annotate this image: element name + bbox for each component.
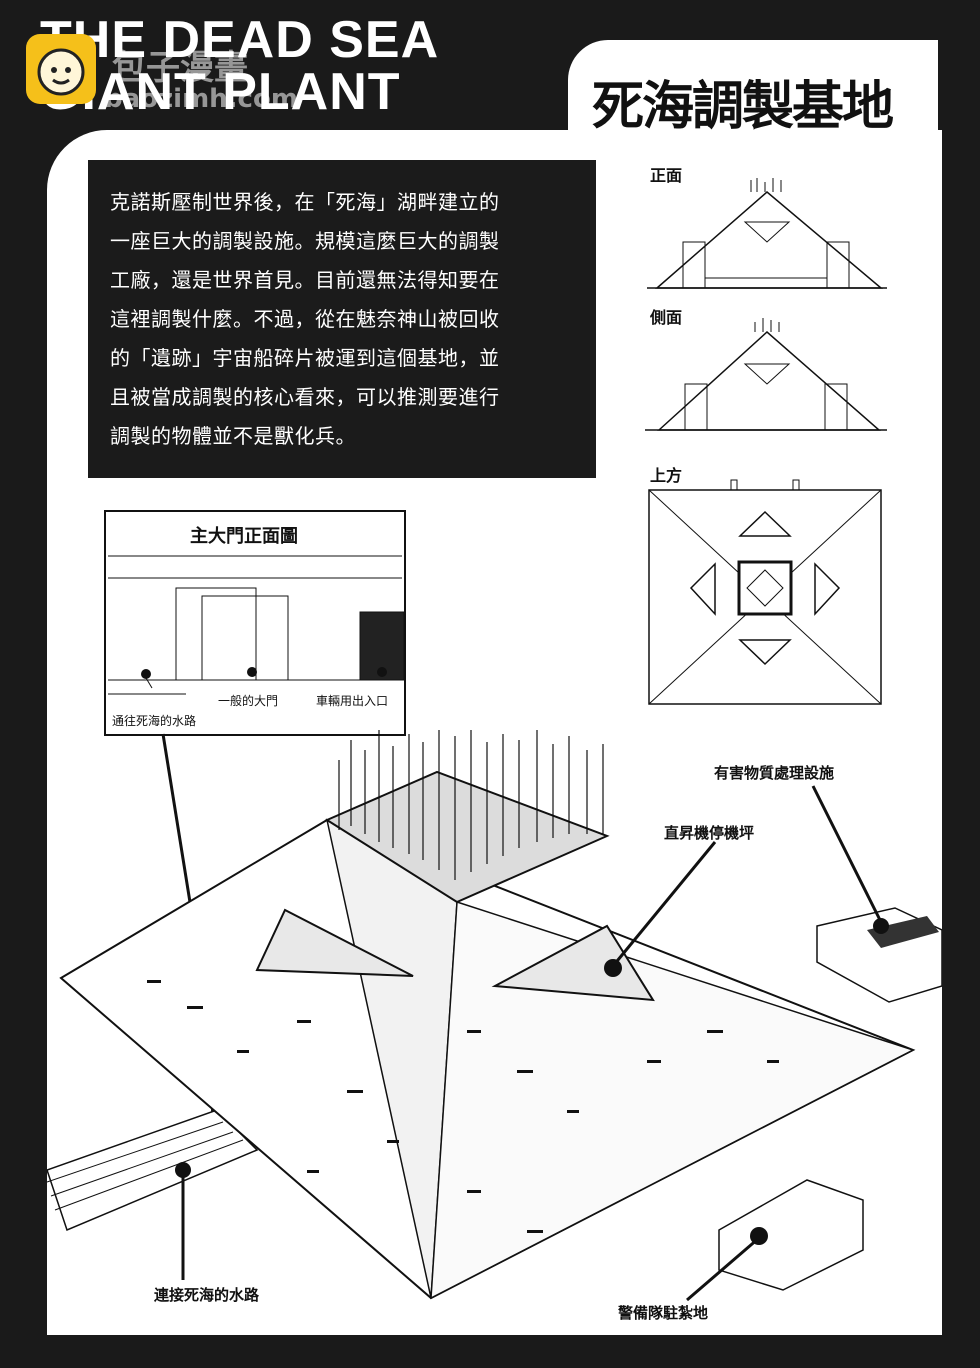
- title-zh-box: [568, 40, 938, 150]
- description-line: 且被當成調製的核心看來，可以推測要進行: [110, 385, 500, 409]
- page-title: 死海調製基地: [592, 76, 894, 137]
- top-view-drawing: [648, 479, 882, 705]
- callout-hazard-facility: 有害物質處理設施: [714, 764, 835, 782]
- description-line: 克諾斯壓制世界後，在「死海」湖畔建立的: [110, 190, 500, 214]
- watermark-site-name: 包子漫畫: [112, 48, 248, 88]
- logo-icon: [26, 34, 96, 104]
- front-view-label: 正面: [650, 166, 683, 185]
- description-line: 這裡調製什麼。不過，從在魅奈神山被回收: [110, 307, 500, 331]
- gate-label-vehicle-entrance: 車輛用出入口: [316, 694, 389, 708]
- description-line: 一座巨大的調製設施。規模這麼巨大的調製: [110, 229, 500, 253]
- description-box: [88, 160, 596, 478]
- callout-heliport: 直昇機停機坪: [664, 824, 755, 842]
- gate-diagram-box: [104, 510, 406, 736]
- description-line: 的「遺跡」宇宙船碎片被運到這個基地，並: [110, 346, 500, 370]
- description-line: 工廠，還是世界首見。目前還無法得知要在: [110, 268, 500, 292]
- gate-label-waterway: 通往死海的水路: [112, 714, 197, 728]
- title-en-line2: GIANT PLANT: [40, 63, 401, 121]
- callout-guard-base: 警備隊駐紮地: [618, 1304, 709, 1322]
- callout-canal: 連接死海的水路: [154, 1286, 260, 1304]
- watermark-site-url: baozimh.com: [104, 84, 298, 114]
- description-line: 調製的物體並不是獸化兵。: [110, 424, 356, 448]
- side-view-drawing: [645, 318, 887, 431]
- pyramid-illustration: [47, 730, 942, 1302]
- gate-label-main-gate: 一般的大門: [218, 694, 279, 708]
- top-view-label: 上方: [650, 466, 683, 485]
- title-en-line1: THE DEAD SEA: [40, 11, 440, 69]
- front-view-drawing: [647, 178, 887, 289]
- side-view-label: 側面: [650, 308, 683, 327]
- gate-title: 主大門正面圖: [190, 526, 298, 547]
- gate-front-drawing: [108, 555, 404, 695]
